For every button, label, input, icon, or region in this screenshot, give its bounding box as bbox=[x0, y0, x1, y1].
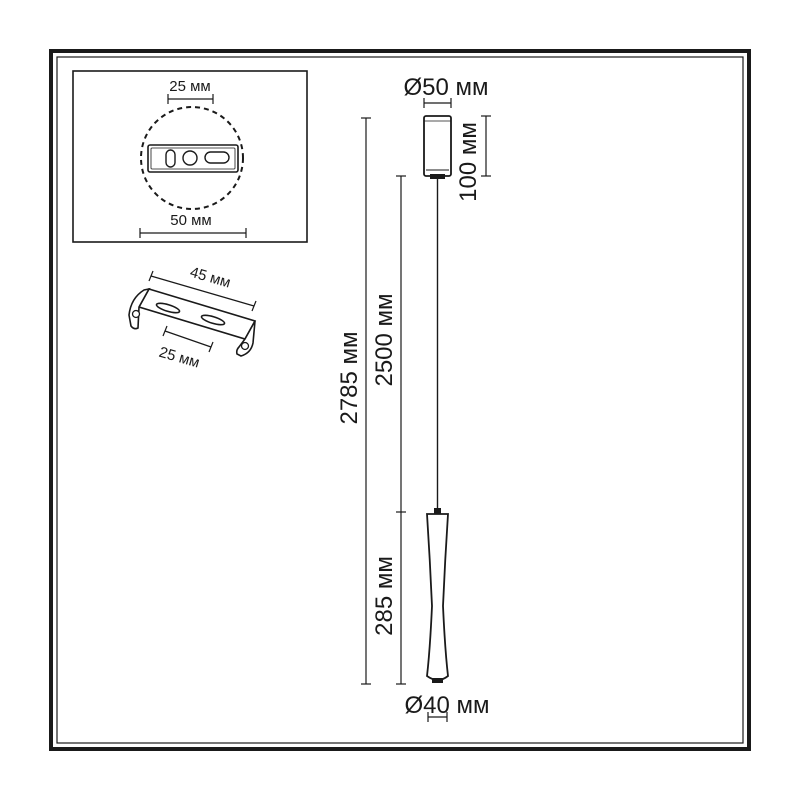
center-hole bbox=[182, 150, 198, 166]
shade-diffuser bbox=[432, 678, 443, 683]
canopy bbox=[423, 115, 452, 177]
shade-cable-grip bbox=[434, 508, 441, 514]
mounting-bar-inner bbox=[150, 147, 236, 170]
slot-hole-right bbox=[204, 151, 230, 164]
dim-label-shade-height: 285 мм bbox=[371, 556, 398, 636]
canopy-cable-grip bbox=[430, 174, 445, 179]
inset-frame bbox=[72, 70, 308, 243]
bracket-slot-left bbox=[155, 302, 181, 314]
dim-label-total-height: 2785 мм bbox=[336, 331, 363, 424]
dim-label-inset-top: 25 мм bbox=[169, 78, 210, 95]
bracket-top-face bbox=[137, 288, 257, 340]
dim-label-canopy-diameter: Ø50 мм bbox=[403, 74, 488, 101]
bracket-slot-right bbox=[200, 314, 226, 326]
pendant-lamp: Ø50 мм 100 мм 2785 мм 2500 мм 285 мм Ø40… bbox=[336, 74, 491, 722]
lamp-shade bbox=[426, 513, 449, 681]
dim-label-canopy-height: 100 мм bbox=[455, 122, 482, 202]
dim-label-shade-diameter: Ø40 мм bbox=[404, 692, 489, 719]
outer-frame bbox=[49, 49, 751, 751]
mounting-plate-inset: 25 мм 50 мм bbox=[72, 70, 308, 243]
slot-hole-left bbox=[165, 149, 176, 168]
dim-line-bracket-length bbox=[150, 275, 255, 307]
bracket-hole-left bbox=[131, 309, 141, 319]
dim-label-cable-length: 2500 мм bbox=[371, 293, 398, 386]
dim-label-inset-bottom: 50 мм bbox=[170, 212, 211, 229]
dim-label-bracket-length: 45 мм bbox=[188, 264, 233, 292]
canopy-outline-circle bbox=[140, 106, 244, 210]
dim-line-bracket-hole bbox=[164, 330, 212, 348]
mounting-bracket: 45 мм 25 мм bbox=[128, 264, 257, 372]
bracket-left-flange bbox=[128, 287, 151, 330]
bracket-hole-right bbox=[240, 341, 250, 351]
inner-frame bbox=[56, 56, 744, 744]
dim-label-bracket-hole: 25 мм bbox=[157, 344, 202, 372]
